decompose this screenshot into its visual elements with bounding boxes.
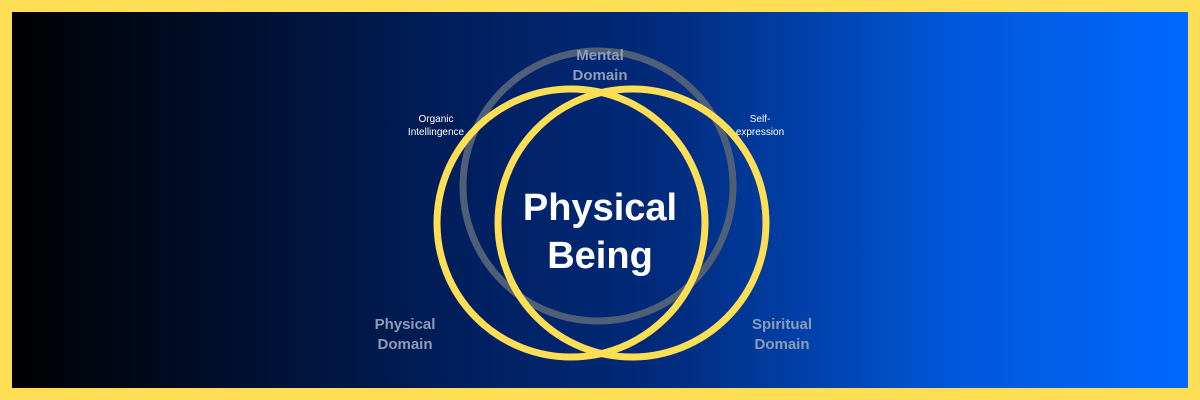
physical-domain-circle xyxy=(433,85,709,361)
mental-domain-circle xyxy=(459,47,737,325)
venn-diagram xyxy=(433,47,770,361)
physical-domain-label: Physical Domain xyxy=(365,315,445,355)
organic-intelligence-note: Organic Intellingence xyxy=(396,113,476,139)
physical-domain-line2: Domain xyxy=(377,336,433,353)
spiritual-domain-line1: Spiritual xyxy=(751,316,812,333)
center-title-line1: Physical xyxy=(522,187,678,229)
self-expression-note: Self- expression xyxy=(720,113,800,139)
self-note-line1: Self- xyxy=(749,114,771,125)
organic-note-line1: Organic xyxy=(418,114,454,125)
physical-being-title: Physical Being xyxy=(500,184,700,280)
center-title-line2: Being xyxy=(547,235,653,277)
self-note-line2: expression xyxy=(735,127,785,138)
mental-domain-label: Mental Domain xyxy=(560,46,640,86)
spiritual-domain-line2: Domain xyxy=(754,336,810,353)
spiritual-domain-label: Spiritual Domain xyxy=(737,315,827,355)
mental-domain-line1: Mental xyxy=(576,47,624,64)
organic-note-line2: Intellingence xyxy=(407,127,465,138)
physical-domain-line1: Physical xyxy=(374,316,436,333)
spiritual-domain-circle xyxy=(494,85,770,361)
mental-domain-line2: Domain xyxy=(572,67,628,84)
